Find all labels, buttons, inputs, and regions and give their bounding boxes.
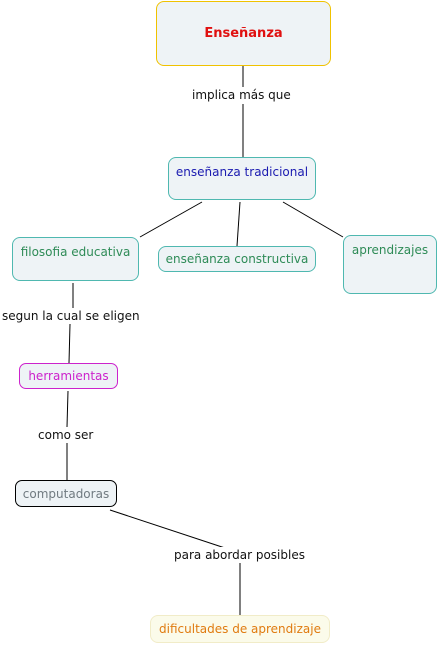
link-label-implies: implica más que (190, 87, 293, 103)
link-tools-suchas (66, 390, 69, 428)
node-traditional-label: enseñanza tradicional (175, 165, 309, 179)
link-label-toaddress: para abordar posibles (172, 547, 307, 563)
node-root-label: Enseñanza (204, 25, 283, 41)
node-difficulties[interactable]: dificultades de aprendizaje (150, 615, 330, 643)
node-tools[interactable]: herramientas (19, 363, 118, 389)
node-computers[interactable]: computadoras (15, 480, 117, 507)
node-constructive[interactable]: enseñanza constructiva (158, 246, 316, 272)
node-philosophy[interactable]: filosofia educativa (12, 237, 139, 281)
node-traditional[interactable]: enseñanza tradicional (168, 157, 316, 200)
link-computers-toaddress (109, 509, 226, 549)
node-computers-label: computadoras (22, 486, 110, 501)
node-tools-label: herramientas (28, 369, 109, 383)
link-traditional-philosophy (139, 201, 203, 238)
node-philosophy-label: filosofia educativa (20, 245, 131, 259)
link-traditional-learning (282, 201, 344, 238)
node-constructive-label: enseñanza constructiva (165, 252, 309, 266)
node-difficulties-label: dificultades de aprendizaje (159, 622, 321, 636)
link-according-tools (68, 323, 71, 364)
link-traditional-constructive (236, 201, 241, 247)
node-learning-label: aprendizajes (351, 243, 429, 257)
node-root[interactable]: Enseñanza (156, 1, 331, 66)
link-label-according: segun la cual se eligen (0, 308, 142, 324)
node-learning[interactable]: aprendizajes (343, 235, 437, 294)
link-label-suchas: como ser (36, 427, 96, 443)
